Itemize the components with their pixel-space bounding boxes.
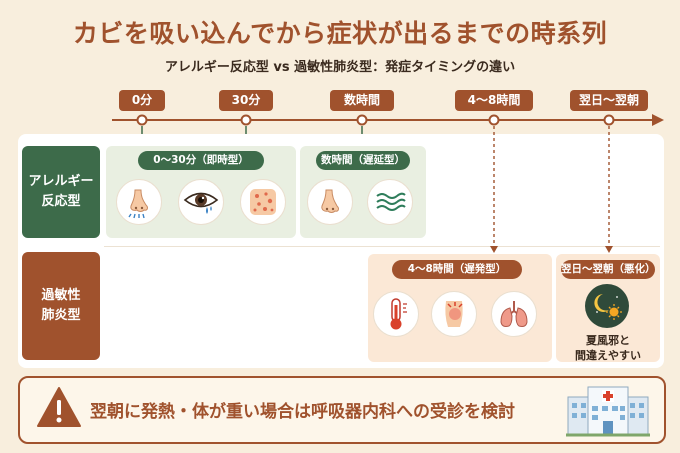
timeline-marker-4-8hours: 4～8時間 — [455, 90, 533, 111]
timeline-marker-30min: 30分 — [219, 90, 273, 111]
warning-icon — [36, 386, 82, 432]
phase-label-delayed: 数時間（遅延型） — [316, 151, 410, 170]
phase-label-worse: 翌日～翌朝（悪化） — [561, 260, 656, 279]
body-ache-icon — [431, 291, 477, 337]
timeline-dot — [356, 114, 368, 126]
nose-sneeze-icon — [116, 179, 162, 225]
wheeze-wind-icon — [367, 179, 413, 225]
row-label-hyper-line1: 過敏性 — [41, 288, 81, 303]
teary-eye-icon — [178, 179, 224, 225]
thermometer-fever-icon — [373, 291, 419, 337]
nose-icon — [307, 179, 353, 225]
timeline-dot — [240, 114, 252, 126]
lungs-icon — [491, 291, 537, 337]
timeline-marker-next-day: 翌日～翌朝 — [570, 90, 648, 111]
row-divider — [104, 246, 660, 247]
note-line2: 間違えやすい — [575, 349, 641, 362]
hospital-icon — [566, 383, 650, 441]
timeline-dot — [136, 114, 148, 126]
timeline-marker-hours: 数時間 — [330, 90, 394, 111]
timeline-dot — [488, 114, 500, 126]
row-label-allergy-line2: 反応型 — [41, 194, 81, 209]
page-title: カビを吸い込んでから症状が出るまでの時系列 — [72, 19, 608, 48]
night-moon-sun-icon — [585, 284, 629, 328]
misdiagnosis-note: 夏風邪と 間違えやすい — [558, 333, 658, 363]
advice-banner — [18, 376, 666, 444]
row-label-hypersensitivity: 過敏性肺炎型 — [22, 252, 100, 360]
timeline-dot — [603, 114, 615, 126]
timeline-marker-0min: 0分 — [119, 90, 165, 111]
phase-label-immediate: 0～30分（即時型） — [138, 151, 264, 170]
row-label-allergy-line1: アレルギー — [28, 174, 94, 189]
row-label-hyper-line2: 肺炎型 — [41, 308, 81, 323]
note-line1: 夏風邪と — [586, 334, 630, 347]
advice-text: 翌朝に発熱・体が重い場合は呼吸器内科への受診を検討 — [90, 402, 515, 422]
page-subtitle: アレルギー反応型 vs 過敏性肺炎型：発症タイミングの違い — [164, 60, 516, 75]
skin-rash-icon — [240, 179, 286, 225]
phase-label-late: 4～8時間（遅発型） — [392, 260, 522, 279]
row-label-allergy: アレルギー反応型 — [22, 146, 100, 238]
